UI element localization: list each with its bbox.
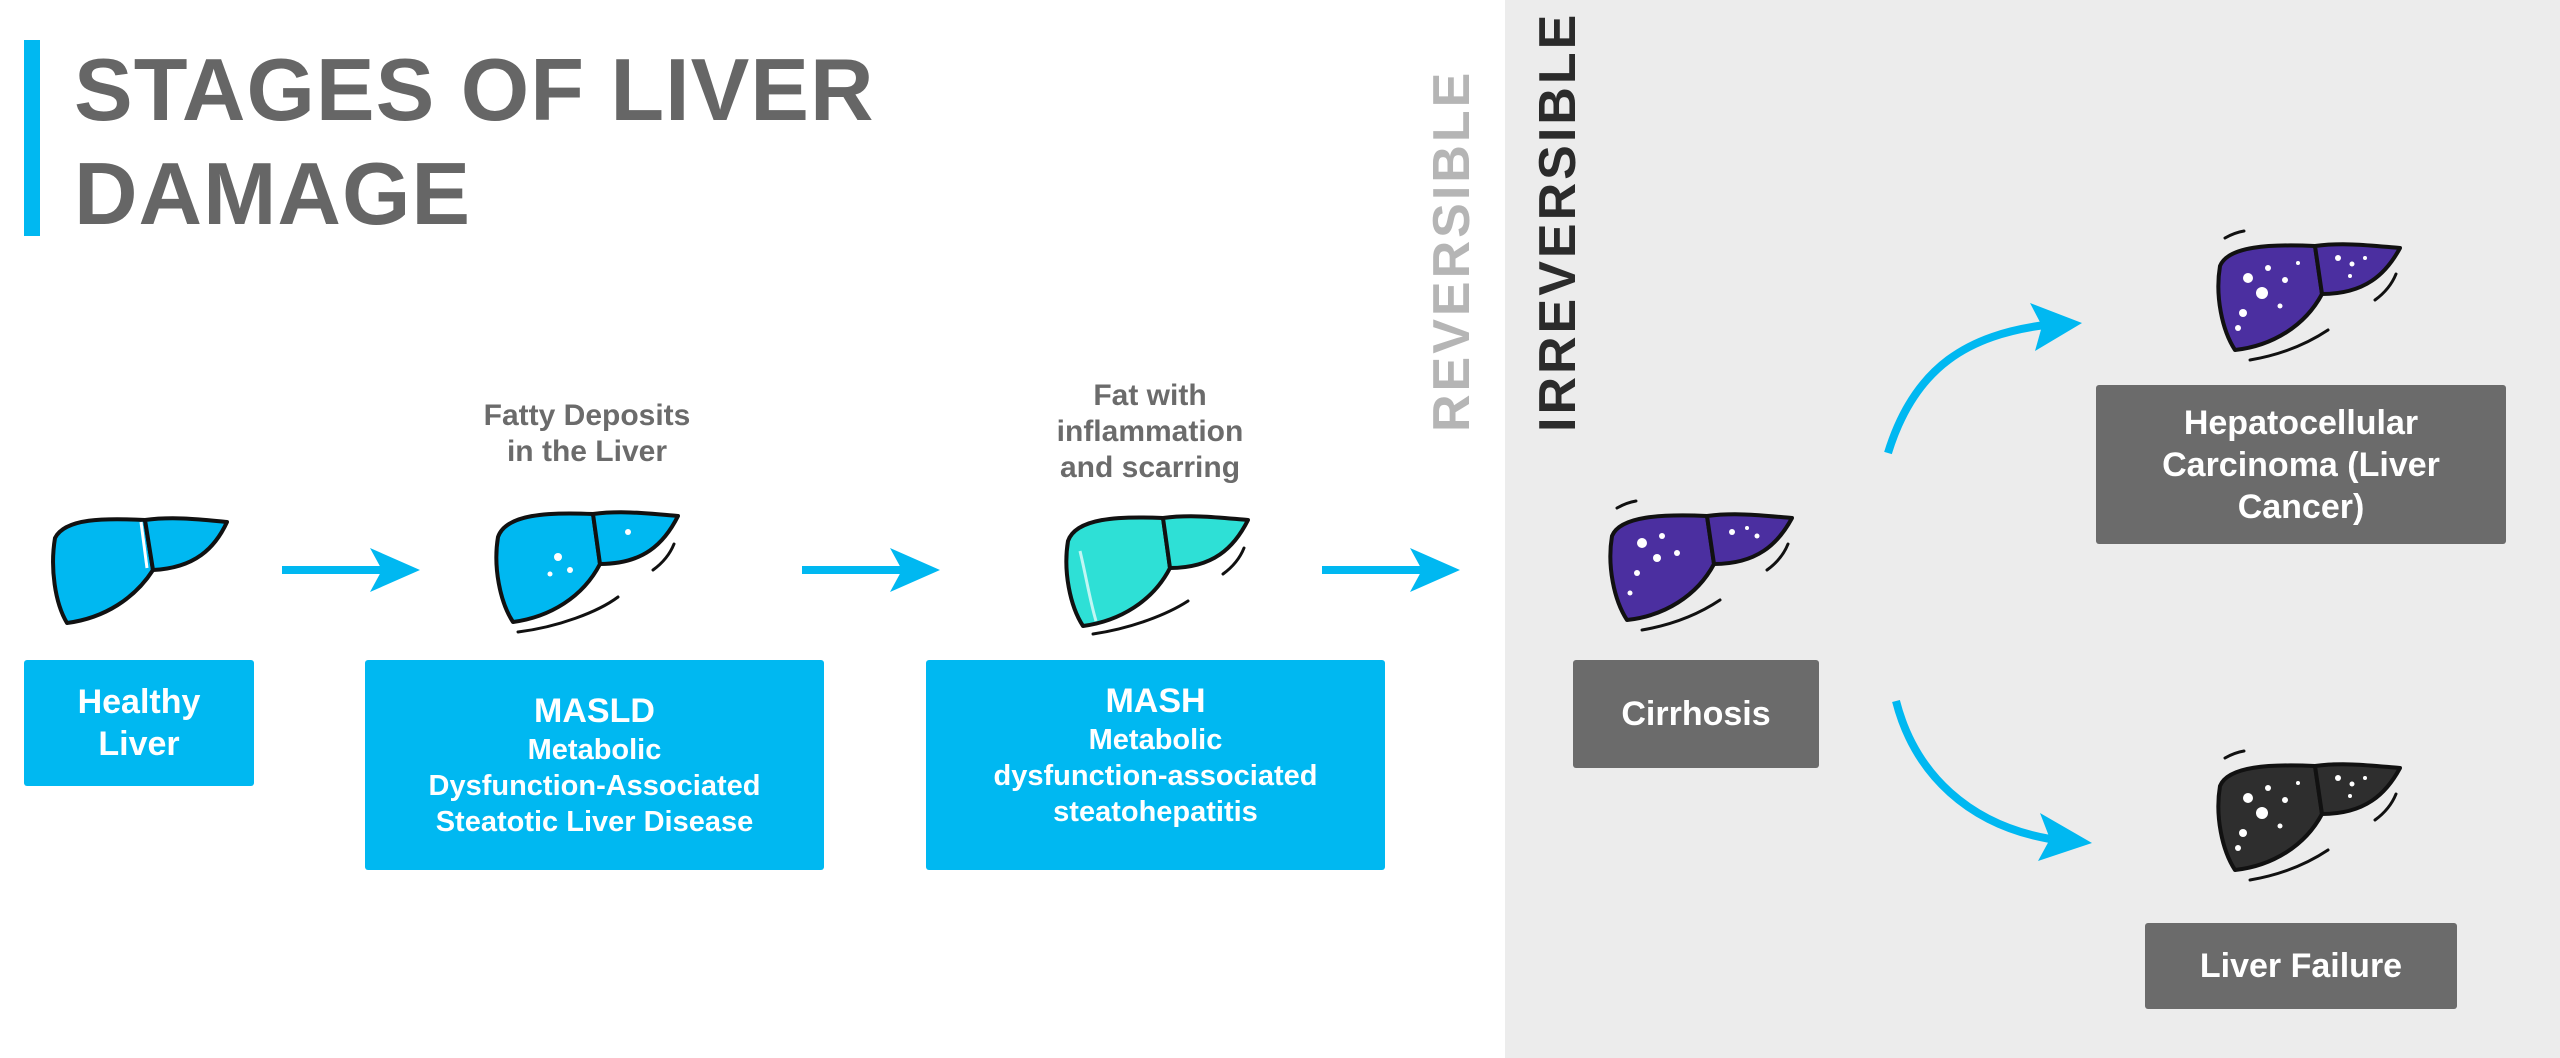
liver-left-lobe [2216,763,2324,872]
arrow-masld-to-mash [802,548,940,592]
mash-title: MASH [1105,682,1206,720]
hcc-line-1: Hepatocellular [2183,403,2419,442]
healthy-liver-box: Healthy Liver [24,660,254,786]
masld-sub-line-3: Steatotic Liver Disease [435,806,754,838]
title-accent-bar [24,40,40,236]
healthy-label-line-2: Liver [98,725,180,763]
arrow-cirrhosis-to-cancer [1884,303,2082,455]
cirrhosis-liver-icon [1608,499,1794,632]
hcc-box: Hepatocellular Carcinoma (Liver Cancer) [2096,385,2506,544]
title-line-1: STAGES OF LIVER [74,40,875,139]
liver-left-lobe [51,517,155,625]
cancer-liver-icon [2216,229,2402,362]
mash-caption-line-2: inflammation [1056,415,1244,448]
page-title: STAGES OF LIVER DAMAGE [74,38,974,246]
masld-caption-line-2: in the Liver [506,435,668,468]
cirrhosis-label: Cirrhosis [1621,695,1771,733]
hcc-line-3: Cancer) [2237,487,2365,526]
hcc-line-2: Carcinoma (Liver [2162,445,2440,484]
liver-failure-label: Liver Failure [2199,947,2403,985]
masld-sub-line-2: Dysfunction-Associated [428,770,761,802]
mash-caption-line-3: and scarring [1059,451,1241,484]
failure-liver-icon [2216,749,2402,882]
masld-title: MASLD [534,692,655,730]
arrow-mash-to-cirrhosis [1322,548,1460,592]
liver-left-lobe [1064,515,1172,628]
liver-right-lobe [591,510,680,566]
masld-caption: Fatty Deposits in the Liver [442,398,732,470]
healthy-label-line-1: Healthy [77,683,201,721]
liver-left-lobe [1608,513,1716,622]
mash-caption-line-1: Fat with [1093,379,1207,412]
mash-sub-line-1: Metabolic [1088,724,1223,756]
masld-caption-line-1: Fatty Deposits [483,399,691,432]
masld-box: MASLD Metabolic Dysfunction-Associated S… [365,660,824,870]
healthy-liver-icon [51,516,229,625]
fatty-liver-icon [494,510,680,634]
mash-caption: Fat with inflammation and scarring [1010,378,1290,486]
mash-liver-icon [1064,514,1250,636]
liver-failure-box: Liver Failure [2145,923,2457,1009]
cirrhosis-box: Cirrhosis [1573,660,1819,768]
reversible-label: REVERSIBLE [1423,69,1481,432]
title-line-2: DAMAGE [74,144,472,243]
liver-left-lobe [494,511,602,624]
mash-sub-line-3: steatohepatitis [1053,796,1258,828]
arrow-cirrhosis-to-failure [1892,700,2092,861]
liver-left-lobe [2216,243,2324,352]
liver-right-lobe [143,516,229,572]
irreversible-label: IRREVERSIBLE [1529,11,1587,432]
masld-sub-line-1: Metabolic [527,734,662,766]
mash-box: MASH Metabolic dysfunction-associated st… [926,660,1385,870]
liver-right-lobe [1161,514,1250,570]
liver-right-lobe [1705,512,1794,566]
mash-sub-line-2: dysfunction-associated [993,760,1318,792]
arrow-healthy-to-masld [282,548,420,592]
